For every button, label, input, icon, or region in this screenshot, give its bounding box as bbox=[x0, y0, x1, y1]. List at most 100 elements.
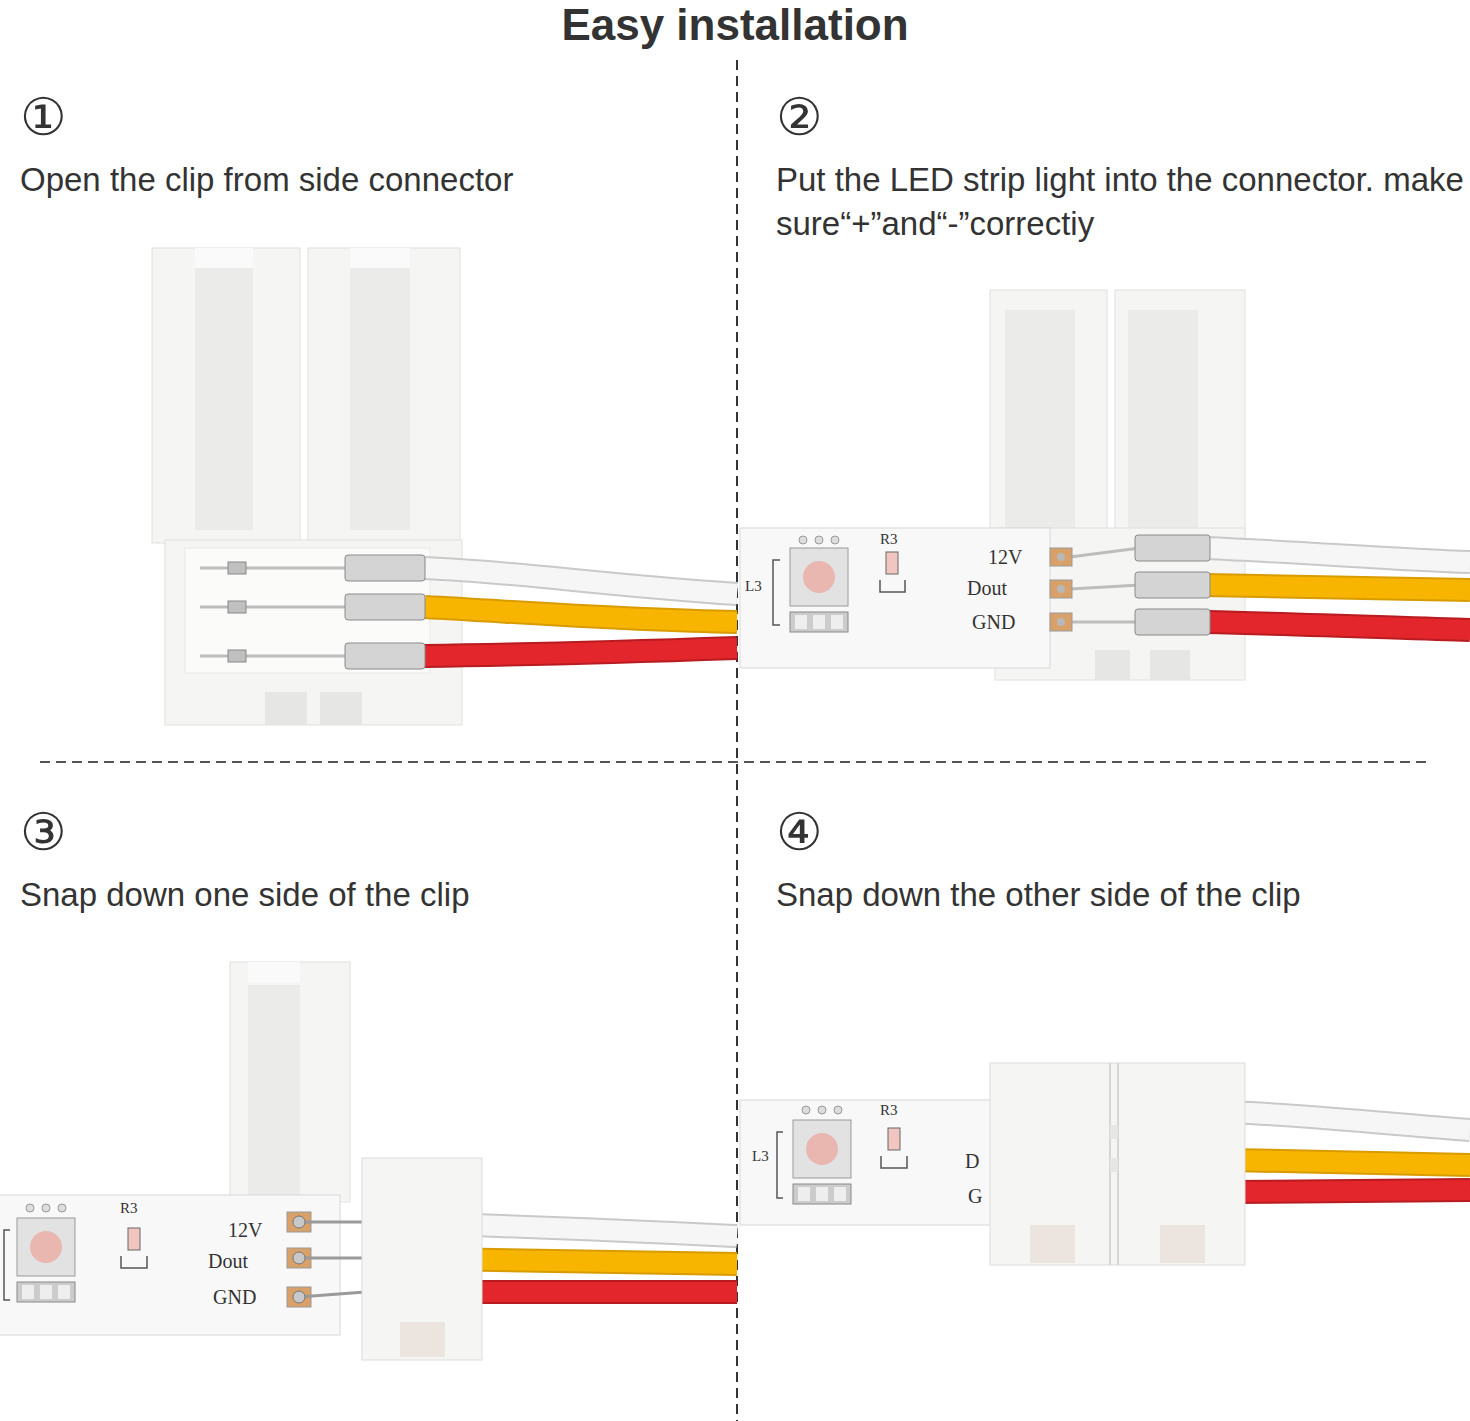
closed-clip-part bbox=[1030, 1225, 1075, 1263]
contact-pin bbox=[200, 555, 425, 669]
component-label: R3 bbox=[880, 1102, 898, 1119]
led-strip bbox=[740, 1100, 1005, 1225]
wire-part bbox=[1205, 622, 1470, 630]
led-strip-part bbox=[834, 1106, 842, 1114]
closed-clip bbox=[990, 1063, 1245, 1265]
led-strip-part bbox=[795, 615, 807, 629]
led-strip-part bbox=[813, 615, 825, 629]
contact-pin-part bbox=[228, 601, 246, 613]
pin-label: GND bbox=[213, 1286, 256, 1308]
component-label: L3 bbox=[752, 1148, 769, 1165]
led-strip-part bbox=[1057, 585, 1065, 593]
led-strip-part bbox=[888, 1128, 900, 1150]
wire-part bbox=[1205, 585, 1470, 590]
wire-part bbox=[425, 648, 737, 656]
led-strip-part bbox=[1057, 553, 1065, 561]
pin-label: Dout bbox=[208, 1250, 248, 1272]
led-strip-part bbox=[773, 560, 780, 625]
contact-pin-part bbox=[293, 1216, 305, 1228]
instruction-panel: ②Put the LED strip light into the connec… bbox=[776, 88, 1466, 246]
led-strip-part bbox=[881, 1156, 907, 1168]
led-strip-part bbox=[803, 561, 835, 593]
led-strip-part bbox=[834, 1187, 846, 1201]
wire-part bbox=[1205, 585, 1470, 590]
callout-number: ② bbox=[776, 88, 823, 146]
contact-pin-part bbox=[228, 562, 246, 574]
pin-label: 12V bbox=[988, 546, 1022, 568]
callout-number: ① bbox=[20, 88, 67, 146]
open-connector-part bbox=[1150, 650, 1190, 680]
open-connector-part bbox=[308, 248, 460, 543]
led-strip-part bbox=[128, 1228, 140, 1250]
open-connector-part bbox=[350, 268, 410, 530]
led-strip-part bbox=[740, 528, 1050, 668]
diagram-title: Easy installation bbox=[0, 0, 1470, 50]
led-strip-part bbox=[121, 1256, 147, 1268]
instruction-text: Snap down the other side of the clip bbox=[776, 873, 1466, 917]
pin-label: GND bbox=[972, 611, 1015, 633]
contact-pin-part bbox=[293, 1291, 305, 1303]
wire-part bbox=[425, 568, 737, 594]
contact-pin-part bbox=[228, 650, 246, 662]
pin-label: Dout bbox=[967, 577, 1007, 599]
callout-number: ④ bbox=[776, 803, 823, 861]
instruction-panel: ③Snap down one side of the clip bbox=[20, 803, 720, 917]
wire-part bbox=[1230, 1190, 1470, 1192]
closed-clip-part bbox=[1160, 1225, 1205, 1263]
led-strip-part bbox=[790, 548, 848, 606]
led-strip-part bbox=[799, 536, 807, 544]
open-connector-part bbox=[350, 248, 410, 268]
open-connector-part bbox=[990, 290, 1107, 535]
led-strip-part bbox=[17, 1218, 75, 1276]
led-strip-part bbox=[886, 552, 898, 574]
component-label: R3 bbox=[120, 1200, 138, 1217]
open-connector-part bbox=[1115, 290, 1245, 535]
open-flap-part bbox=[230, 962, 350, 1202]
led-strip-part bbox=[798, 1187, 810, 1201]
wire-part bbox=[1230, 1112, 1470, 1130]
led-strip-part bbox=[880, 580, 905, 592]
wire bbox=[1230, 1112, 1470, 1192]
pin-label: G bbox=[968, 1185, 982, 1207]
wire-part bbox=[1205, 548, 1470, 562]
contact-pin bbox=[1070, 535, 1210, 635]
contact-pin-part bbox=[299, 1292, 365, 1297]
open-connector-part bbox=[195, 268, 253, 530]
open-connector-part bbox=[1095, 650, 1130, 680]
led-strip-part bbox=[1050, 613, 1072, 631]
open-flap bbox=[230, 962, 350, 1202]
wire-part bbox=[1230, 1160, 1470, 1165]
led-strip-part bbox=[816, 1187, 828, 1201]
led-strip-part bbox=[802, 1106, 810, 1114]
contact-pin-part bbox=[200, 567, 350, 570]
open-connector-part bbox=[1005, 310, 1075, 530]
panel-divider-part bbox=[40, 761, 1430, 763]
led-strip-part bbox=[777, 1132, 783, 1198]
led-strip-part bbox=[740, 1100, 1005, 1225]
wire-part bbox=[425, 568, 737, 594]
component-label: R3 bbox=[880, 531, 898, 548]
instruction-text: Open the clip from side connector bbox=[20, 158, 720, 202]
wire-part bbox=[1230, 1190, 1470, 1192]
open-flap-part bbox=[248, 962, 300, 982]
instruction-panel: ④ Snap down the other side of the clip bbox=[776, 803, 1466, 917]
led-strip-part bbox=[1050, 548, 1072, 566]
pin-label: D bbox=[965, 1150, 979, 1172]
contact-pin-part bbox=[345, 643, 425, 669]
closed-clip bbox=[362, 1158, 482, 1360]
closed-clip-part bbox=[1110, 1125, 1118, 1139]
component-label: L3 bbox=[745, 578, 762, 595]
contact-pin-part bbox=[1070, 548, 1140, 557]
open-connector-part bbox=[1128, 310, 1198, 530]
open-flap-part bbox=[248, 985, 300, 1195]
open-connector-part bbox=[185, 548, 430, 673]
open-connector-part bbox=[195, 248, 253, 268]
open-connector-part bbox=[265, 692, 307, 725]
led-strip-part bbox=[806, 1133, 838, 1165]
contact-pin-part bbox=[299, 1221, 365, 1224]
contact-pin-part bbox=[1135, 609, 1210, 635]
led-strip-part bbox=[58, 1285, 70, 1299]
led-strip-part bbox=[17, 1282, 75, 1302]
